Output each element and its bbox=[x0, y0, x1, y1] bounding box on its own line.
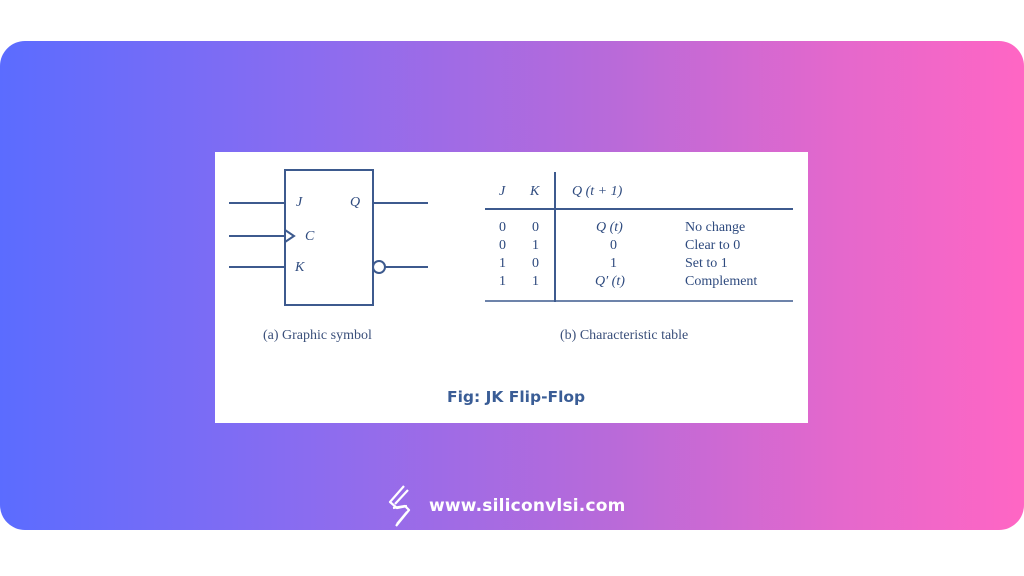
jk-flipflop-symbol bbox=[229, 169, 428, 306]
symbol-caption: (a) Graphic symbol bbox=[263, 328, 372, 343]
input-label-k: K bbox=[295, 260, 305, 275]
input-label-c: C bbox=[305, 229, 315, 244]
figure-panel: J C K Q (a) Graphic symbol J K Q (t + 1)… bbox=[215, 152, 808, 423]
header-j: J bbox=[499, 184, 506, 199]
figure-title: Fig: JK Flip-Flop bbox=[447, 388, 586, 406]
footer: www.siliconvlsi.com bbox=[385, 482, 626, 530]
output-label-q: Q bbox=[350, 195, 361, 210]
table-caption: (b) Characteristic table bbox=[560, 328, 689, 343]
header-k: K bbox=[530, 184, 540, 199]
clock-triangle-icon bbox=[284, 229, 296, 243]
flipflop-box bbox=[284, 169, 374, 306]
input-label-j: J bbox=[296, 195, 303, 210]
header-q-next: Q (t + 1) bbox=[572, 184, 623, 199]
site-url-link[interactable]: www.siliconvlsi.com bbox=[429, 496, 626, 516]
lightning-s-logo-icon bbox=[388, 485, 411, 527]
table-rules bbox=[485, 172, 793, 302]
